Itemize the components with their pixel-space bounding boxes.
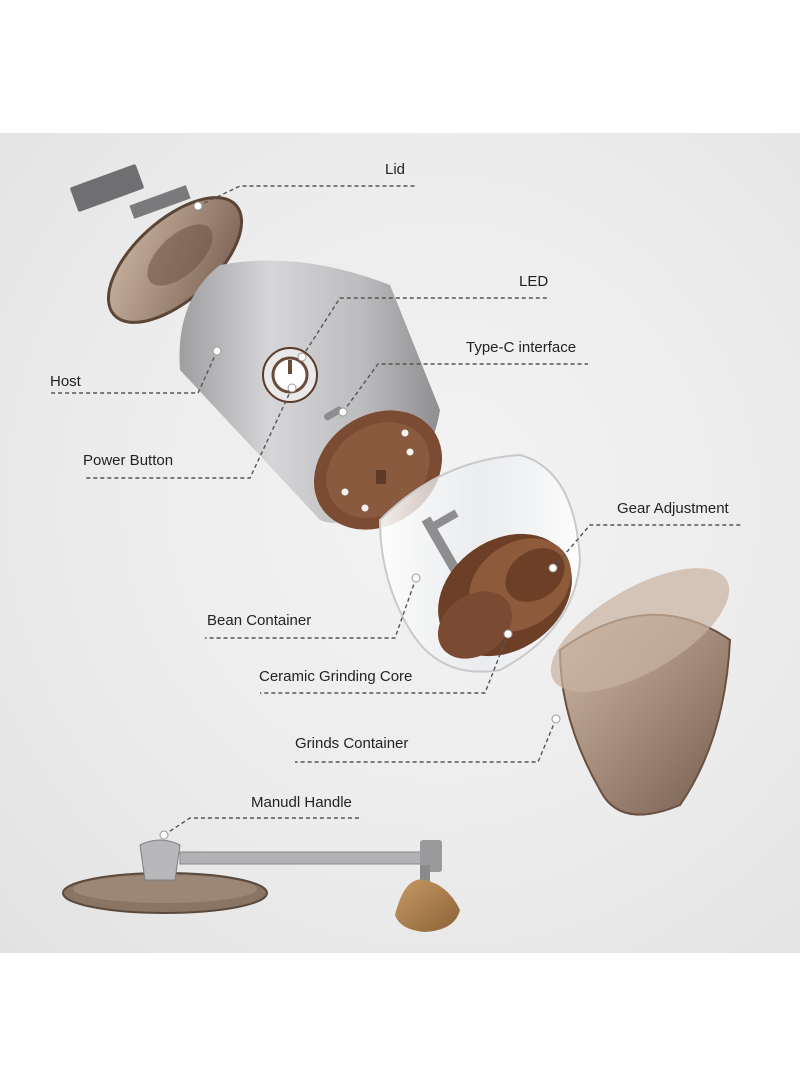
grinds-container-part bbox=[550, 568, 732, 816]
lid-part bbox=[70, 164, 244, 324]
grinding-core-part bbox=[437, 533, 572, 659]
label-host: Host bbox=[50, 373, 81, 390]
label-led: LED bbox=[519, 273, 549, 290]
manual-handle-part bbox=[62, 839, 460, 932]
label-power-button: Power Button bbox=[83, 452, 174, 469]
callout-dots bbox=[159, 201, 561, 840]
label-lid: Lid bbox=[385, 161, 406, 178]
label-manual-handle: Manudl Handle bbox=[251, 794, 352, 811]
label-ceramic-core: Ceramic Grinding Core bbox=[259, 668, 413, 685]
label-bean-container: Bean Container bbox=[207, 612, 312, 629]
label-gear-adjustment: Gear Adjustment bbox=[617, 500, 729, 517]
label-grinds-container: Grinds Container bbox=[295, 735, 409, 752]
label-type-c: Type-C interface bbox=[466, 339, 577, 356]
leader-lines bbox=[50, 185, 742, 836]
